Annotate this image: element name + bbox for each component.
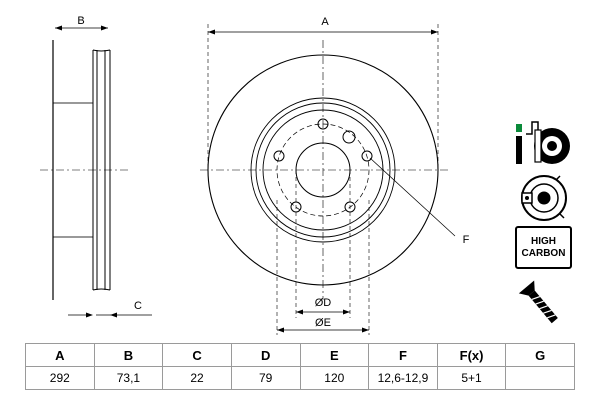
brake-disc-technical-drawing: B C A — [40, 15, 570, 335]
spec-value-d: 79 — [230, 366, 301, 390]
spec-header-f: F — [368, 343, 438, 367]
dimension-b-label: B — [77, 15, 84, 27]
side-profile-view — [40, 25, 152, 318]
spec-header-e: E — [299, 343, 370, 367]
spec-value-e: 120 — [299, 366, 370, 390]
badge-line-1: HIGH — [531, 235, 556, 247]
disc-cross-section-icon — [521, 175, 567, 221]
spec-value-f: 12,6-12,9 — [368, 366, 438, 390]
spec-value-fx: 5+1 — [436, 366, 507, 390]
dimension-c-label: C — [134, 300, 142, 312]
brake-disc-pad-icon — [516, 121, 570, 164]
spec-header-b: B — [93, 343, 164, 367]
spec-header-fx: F(x) — [436, 343, 507, 367]
dimension-e-label: ØE — [315, 317, 331, 329]
spec-header-c: C — [162, 343, 232, 367]
spec-value-a: 292 — [25, 366, 95, 390]
high-carbon-badge: HIGH CARBON — [515, 226, 572, 269]
spec-table-value-row: 292 73,1 22 79 120 12,6-12,9 5+1 — [25, 366, 575, 390]
spec-table: A B C D E F F(x) G 292 73,1 22 79 120 12… — [25, 343, 575, 390]
dimension-f-label: F — [463, 234, 470, 246]
countersunk-screw-icon — [518, 280, 558, 324]
spec-header-a: A — [25, 343, 95, 367]
dimension-d-label: ØD — [315, 297, 332, 309]
spec-header-d: D — [230, 343, 301, 367]
spec-value-b: 73,1 — [93, 366, 164, 390]
dimension-a-label: A — [321, 16, 329, 28]
badge-line-2: CARBON — [521, 247, 566, 259]
spec-header-g: G — [505, 343, 575, 367]
spec-value-c: 22 — [162, 366, 232, 390]
spec-value-g — [505, 366, 575, 390]
spec-table-header-row: A B C D E F F(x) G — [25, 343, 575, 367]
front-view — [200, 24, 456, 335]
